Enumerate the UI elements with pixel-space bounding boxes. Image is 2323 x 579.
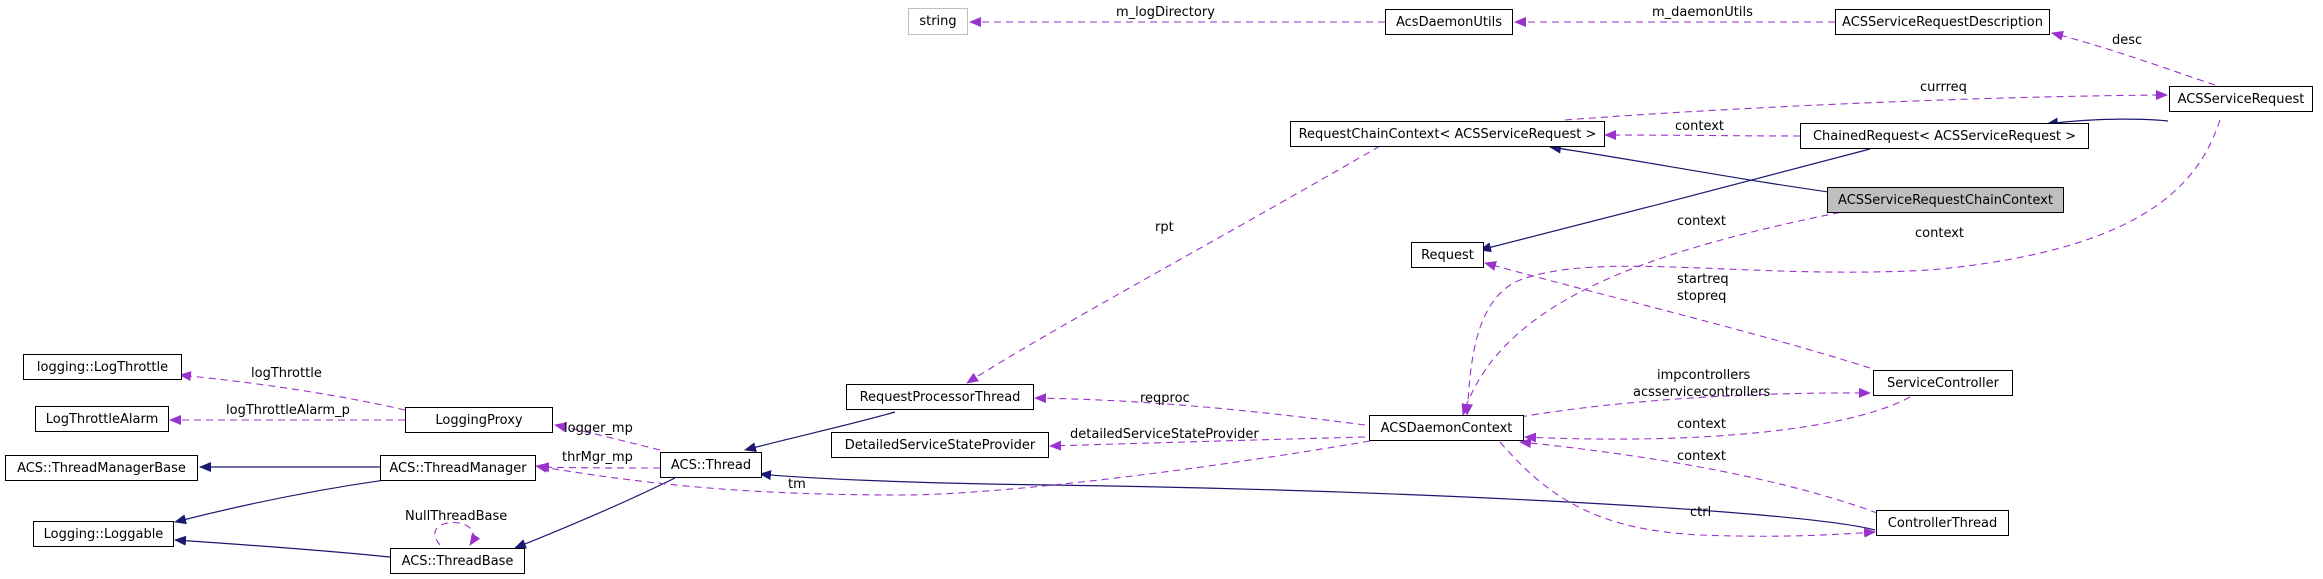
- edge-acsthread-threadmanager: [537, 462, 661, 473]
- label-m-daemon-utils: m_daemonUtils: [1652, 5, 1753, 20]
- label-context-controller-thread: context: [1677, 449, 1726, 464]
- node-acs-thread-base[interactable]: ACS::ThreadBase: [390, 548, 525, 574]
- node-chained-request[interactable]: ChainedRequest< ACSServiceRequest >: [1800, 123, 2089, 149]
- label-currreq: currreq: [1920, 80, 1967, 95]
- node-log-throttle-alarm[interactable]: LogThrottleAlarm: [35, 406, 169, 432]
- edge-acsdaemoncontext-servicecontroller: [1519, 387, 1871, 418]
- node-acs-thread[interactable]: ACS::Thread: [660, 452, 762, 478]
- label-stopreq: stopreq: [1677, 289, 1727, 304]
- node-request[interactable]: Request: [1411, 242, 1484, 268]
- edge-acsthread-loggingproxy: [554, 422, 661, 451]
- node-logging-loggable[interactable]: Logging::Loggable: [33, 521, 174, 547]
- label-context-chained: context: [1675, 119, 1724, 134]
- node-acs-service-request[interactable]: ACSServiceRequest: [2169, 86, 2313, 112]
- edge-threadbase-nullthreadbase: [434, 522, 481, 546]
- node-detailed-service-state-provider[interactable]: DetailedServiceStateProvider: [831, 432, 1049, 458]
- label-rpt: rpt: [1155, 220, 1174, 235]
- edge-acsservicerequest-acsdaemoncontext: [1462, 119, 2221, 416]
- edge-servicecontroller-request: [1484, 261, 1871, 369]
- edge-acsthread-threadbase: [514, 477, 676, 549]
- label-reqproc: reqproc: [1140, 391, 1190, 406]
- label-impcontrollers: impcontrollers: [1657, 368, 1751, 383]
- node-service-controller[interactable]: ServiceController: [1873, 370, 2013, 396]
- label-thr-mgr-mp: thrMgr_mp: [562, 450, 633, 465]
- node-acs-thread-manager-base[interactable]: ACS::ThreadManagerBase: [5, 455, 198, 481]
- label-acsservicecontrollers: acsservicecontrollers: [1633, 385, 1771, 400]
- node-logging-log-throttle[interactable]: logging::LogThrottle: [23, 354, 182, 380]
- node-acs-daemon-context[interactable]: ACSDaemonContext: [1369, 415, 1524, 441]
- edge-loggingproxy-logthrottle: [179, 371, 406, 411]
- edge-threadbase-loggable: [174, 535, 391, 558]
- label-context-service-controller: context: [1677, 417, 1726, 432]
- edge-acsdaemoncontext-controllerthread: [1499, 441, 1876, 538]
- label-context-service-request: context: [1915, 226, 1964, 241]
- edge-controllerthread-acsdaemoncontext: [1519, 438, 1901, 523]
- node-request-processor-thread[interactable]: RequestProcessorThread: [846, 384, 1034, 410]
- edge-chainedrequest-acsservicerequest: [2046, 117, 2169, 128]
- label-detailed-service-state-provider: detailedServiceStateProvider: [1070, 427, 1259, 442]
- label-ctrl: ctrl: [1690, 505, 1712, 520]
- node-acs-service-request-description[interactable]: ACSServiceRequestDescription: [1835, 9, 2050, 35]
- label-m-log-directory: m_logDirectory: [1116, 5, 1215, 20]
- label-desc: desc: [2112, 33, 2143, 48]
- edge-requestchaincontext-acsservicerequest: [1564, 90, 2168, 121]
- node-logging-proxy[interactable]: LoggingProxy: [405, 407, 553, 433]
- label-log-throttle: logThrottle: [251, 366, 322, 381]
- edge-acsdaemoncontext-threadmanager: [535, 440, 1371, 496]
- edge-chainedrequest-request: [1479, 148, 1871, 253]
- edge-acsdaemoncontext-requestprocessorthread: [1034, 393, 1366, 426]
- label-null-thread-base: NullThreadBase: [405, 509, 508, 524]
- edge-acsdaemoncontext-detailedprovider: [1049, 436, 1366, 451]
- label-tm: tm: [788, 477, 806, 492]
- node-string[interactable]: string: [908, 8, 968, 35]
- label-log-throttle-alarm-p: logThrottleAlarm_p: [226, 403, 350, 418]
- label-logger-mp: logger_mp: [564, 421, 633, 436]
- edge-chaincontext-requestchaincontext: [1549, 143, 1866, 198]
- node-request-chain-context[interactable]: RequestChainContext< ACSServiceRequest >: [1290, 121, 1605, 147]
- label-context-chain: context: [1677, 214, 1726, 229]
- edge-requestprocessorthread-acsthread: [744, 411, 896, 452]
- node-acs-daemon-utils[interactable]: AcsDaemonUtils: [1385, 9, 1513, 35]
- edge-requestchaincontext-requestprocessorthread: [966, 145, 1381, 384]
- edge-chainedrequest-requestchaincontext: [1604, 130, 1801, 141]
- node-acs-service-request-chain-context[interactable]: ACSServiceRequestChainContext: [1827, 187, 2064, 213]
- edge-chaincontext-acsdaemoncontext: [1461, 209, 1853, 416]
- edge-controllerthread-acsthread: [759, 470, 1876, 531]
- edge-acsservicerequest-description: [2051, 30, 2216, 86]
- label-startreq: startreq: [1677, 272, 1729, 287]
- edge-threadmanager-loggable: [174, 479, 386, 525]
- node-acs-thread-manager[interactable]: ACS::ThreadManager: [380, 455, 536, 481]
- node-controller-thread[interactable]: ControllerThread: [1876, 510, 2009, 536]
